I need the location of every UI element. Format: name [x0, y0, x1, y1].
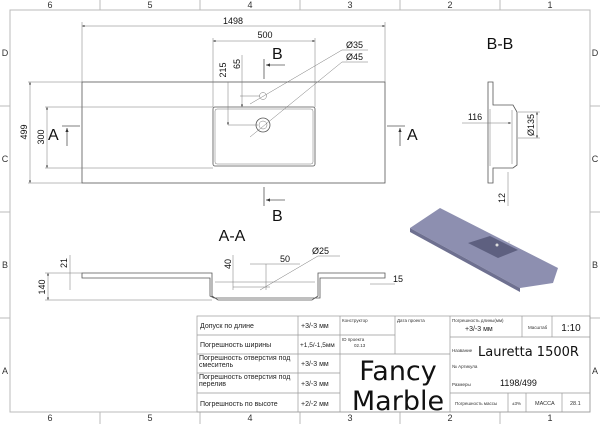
grid-col-2-bottom: 2: [447, 413, 452, 423]
grid-col-4-bottom: 4: [247, 413, 252, 423]
dim-15: 15: [393, 274, 403, 284]
tol-length-label: Допуск по длине: [200, 323, 254, 330]
length-tol-label: Погрешность длины(мм): [452, 318, 504, 323]
product-name: Lauretta 1500R: [478, 345, 579, 360]
drain-hole: [255, 117, 271, 133]
tol-height-value: +2/-2 мм: [301, 401, 329, 408]
dim-25: Ø25: [312, 246, 329, 256]
top-view: 1498 500 215 65 Ø35 Ø45 499 300 A A B B: [19, 16, 418, 225]
size-value: 1198/499: [500, 378, 537, 388]
isometric-3d-view: [410, 208, 558, 292]
grid-col-4: 4: [247, 0, 252, 10]
tol-mixer-hole-value: +3/-3 мм: [301, 361, 329, 368]
section-b-bottom: B: [272, 208, 283, 225]
tol-mixer-hole-label: Погрешность отверстия под смеситель: [199, 355, 291, 369]
grid-row-d: D: [2, 48, 9, 58]
dim-length: 1498: [223, 16, 243, 26]
grid-col-5-bottom: 5: [147, 413, 152, 423]
dim-12: 12: [497, 193, 507, 203]
section-aa-title: A-A: [219, 228, 246, 245]
grid-col-3-bottom: 3: [347, 413, 352, 423]
mass-label: МАССА: [535, 401, 555, 407]
grid-col-1-bottom: 1: [547, 413, 552, 423]
grid-col-3: 3: [347, 0, 352, 10]
faucet-hole: [259, 92, 267, 100]
section-b-top: B: [272, 46, 283, 63]
tol-width-value: +1,5/-1,5мм: [300, 342, 335, 349]
grid-col-1: 1: [547, 0, 552, 10]
section-a-a: A-A 140 21 40 50 Ø25 15: [37, 228, 403, 301]
dim-135: Ø135: [526, 114, 536, 136]
name-label: Название: [452, 348, 473, 353]
basin-outline: [212, 106, 316, 167]
dim-50: 50: [280, 254, 290, 264]
section-a-right: A: [407, 127, 418, 144]
tol-width-label: Погрешность ширины: [200, 342, 271, 349]
grid-col-5: 5: [147, 0, 152, 10]
mass-tol-label: Погрешность массы: [455, 401, 497, 406]
title-block: Допуск по длине +3/-3 мм Погрешность шир…: [196, 315, 591, 417]
section-a-left: A: [48, 127, 59, 144]
dim-140: 140: [37, 279, 47, 294]
tol-length-value: +3/-3 мм: [301, 323, 329, 330]
project-id: 02.13: [354, 343, 366, 348]
scale-value: 1:10: [561, 323, 581, 334]
mass-tol-value: ±3%: [512, 401, 521, 406]
countertop-outline: [81, 81, 386, 184]
dim-40: 40: [223, 259, 233, 269]
dim-215: 215: [218, 62, 228, 77]
article-label: № Артикула: [452, 364, 478, 369]
grid-col-6: 6: [47, 0, 52, 10]
mass-value: 28.1: [570, 401, 581, 407]
tol-overflow-hole-value: +3/-3 мм: [301, 381, 329, 388]
tol-height-label: Погрешность по высоте: [200, 401, 278, 408]
dim-basin-width: 500: [257, 30, 272, 40]
size-label: Размеры: [452, 382, 471, 387]
section-b-b: B-B 116 Ø135 12: [462, 36, 540, 206]
grid-row-d-right: D: [592, 48, 599, 58]
grid-row-b: B: [2, 260, 8, 270]
constructor-label: Конструктор: [342, 318, 368, 323]
scale-label: Масштаб: [528, 325, 548, 330]
grid-row-c-right: C: [592, 154, 599, 164]
grid-row-a-right: A: [592, 366, 598, 376]
project-id-label: ID проекта: [342, 337, 365, 342]
grid-row-c: C: [2, 154, 9, 164]
hole-large-dia: Ø45: [346, 52, 363, 62]
grid-row-a: A: [2, 366, 8, 376]
brand-marble: Marble: [352, 386, 444, 417]
brand-fancy: Fancy: [359, 356, 437, 387]
date-label: Дата проекта: [397, 318, 425, 323]
hole-small-dia: Ø35: [346, 40, 363, 50]
dim-depth: 499: [19, 124, 29, 139]
dim-65: 65: [232, 59, 242, 69]
dim-116: 116: [468, 112, 482, 122]
grid-row-b-right: B: [592, 260, 598, 270]
section-bb-title: B-B: [487, 36, 514, 53]
dim-basin-depth: 300: [36, 129, 46, 144]
tol-overflow-hole-label: Погрешность отверстия под перелив: [199, 374, 291, 388]
grid-col-6-bottom: 6: [47, 413, 52, 423]
length-tol-value: +3/-3 мм: [465, 326, 493, 333]
grid-col-2: 2: [447, 0, 452, 10]
dim-21: 21: [59, 258, 69, 268]
